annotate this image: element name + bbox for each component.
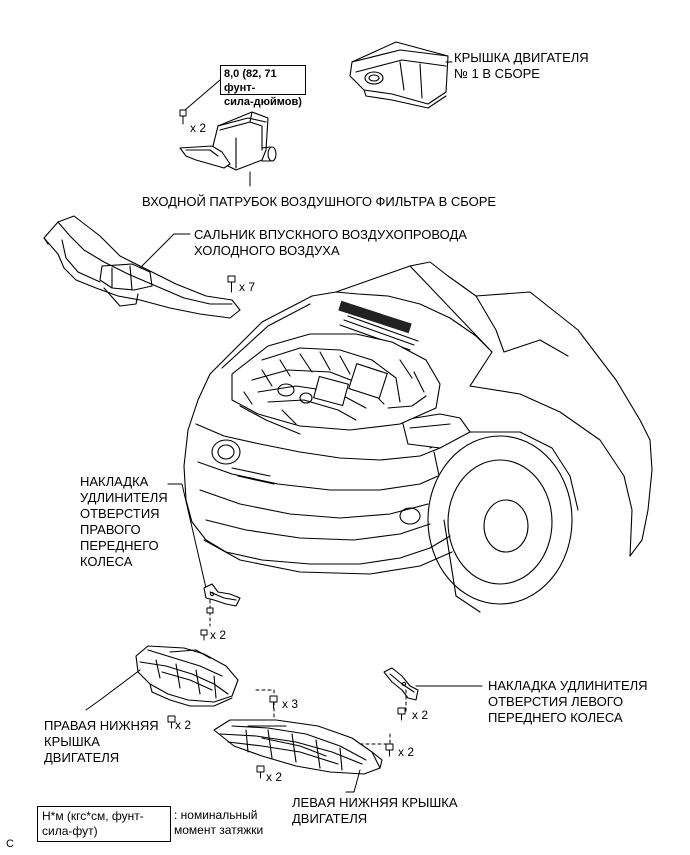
right-cover-bolt-quantity: x 2 (175, 718, 192, 732)
left-wheel-cover-part (383, 667, 419, 701)
left-under-cover-leader (345, 769, 361, 793)
torque-spec-box: 8,0 (82, 71 фунт- сила-дюймов) (220, 65, 306, 108)
vehicle-front (183, 261, 653, 613)
inlet-bolt-icon (179, 109, 187, 125)
right-under-cover-label: ПРАВАЯ НИЖНЯЯ КРЫШКА ДВИГАТЕЛЯ (44, 718, 159, 765)
right-cover-bolt-icon (167, 715, 176, 729)
right-under-cover-leader (85, 669, 141, 711)
seal-clip-quantity: x 7 (239, 280, 256, 294)
center-bolt-icon (269, 695, 278, 709)
left-cover-bolt-quantity: x 2 (398, 745, 415, 759)
seal-clip-icon (227, 275, 236, 293)
left-wheel-bolt-quantity: x 2 (412, 708, 429, 722)
engine-cover-label: КРЫШКА ДВИГАТЕЛЯ № 1 В СБОРЕ (454, 50, 589, 81)
corner-mark: C (6, 838, 14, 850)
right-wheel-cover-leader (167, 483, 207, 589)
left-under-cover-part (213, 719, 383, 775)
left-under-bolt-icon (256, 765, 265, 779)
right-wheel-cover-part (203, 583, 241, 607)
left-under-bolt-quantity: x 2 (266, 770, 283, 784)
torque-leader (184, 79, 221, 111)
right-wheel-cover-label: НАКЛАДКА УДЛИНИТЕЛЯ ОТВЕРСТИЯ ПРАВОГО ПЕ… (80, 474, 168, 569)
cool-air-seal-label: САЛЬНИК ВПУСКНОГО ВОЗДУХОПРОВОДА ХОЛОДНО… (194, 227, 467, 258)
right-wheel-bolt-icon (200, 607, 214, 641)
left-cover-bolt-icon (385, 743, 394, 757)
left-wheel-cover-label: НАКЛАДКА УДЛИНИТЕЛЯ ОТВЕРСТИЯ ЛЕВОГО ПЕР… (488, 678, 648, 725)
inlet-bolt-quantity: x 2 (190, 121, 207, 135)
legend-box: Н*м (кгс*см, фунт- сила-фут) (37, 806, 171, 842)
cool-air-seal-leader (139, 233, 191, 269)
left-wheel-bolt-icon (397, 707, 406, 721)
right-wheel-bolt-quantity: x 2 (210, 628, 227, 642)
engine-cover-part (349, 41, 449, 109)
right-under-cover-part (135, 645, 239, 707)
left-under-cover-label: ЛЕВАЯ НИЖНЯЯ КРЫШКА ДВИГАТЕЛЯ (292, 795, 458, 826)
legend-description: : номинальный момент затяжки (174, 808, 264, 837)
center-bolt-quantity: x 3 (282, 697, 299, 711)
air-inlet-part (179, 111, 277, 171)
air-inlet-label: ВХОДНОЙ ПАТРУБОК ВОЗДУШНОГО ФИЛЬТРА В СБ… (142, 194, 497, 209)
cool-air-seal-part (43, 215, 241, 319)
